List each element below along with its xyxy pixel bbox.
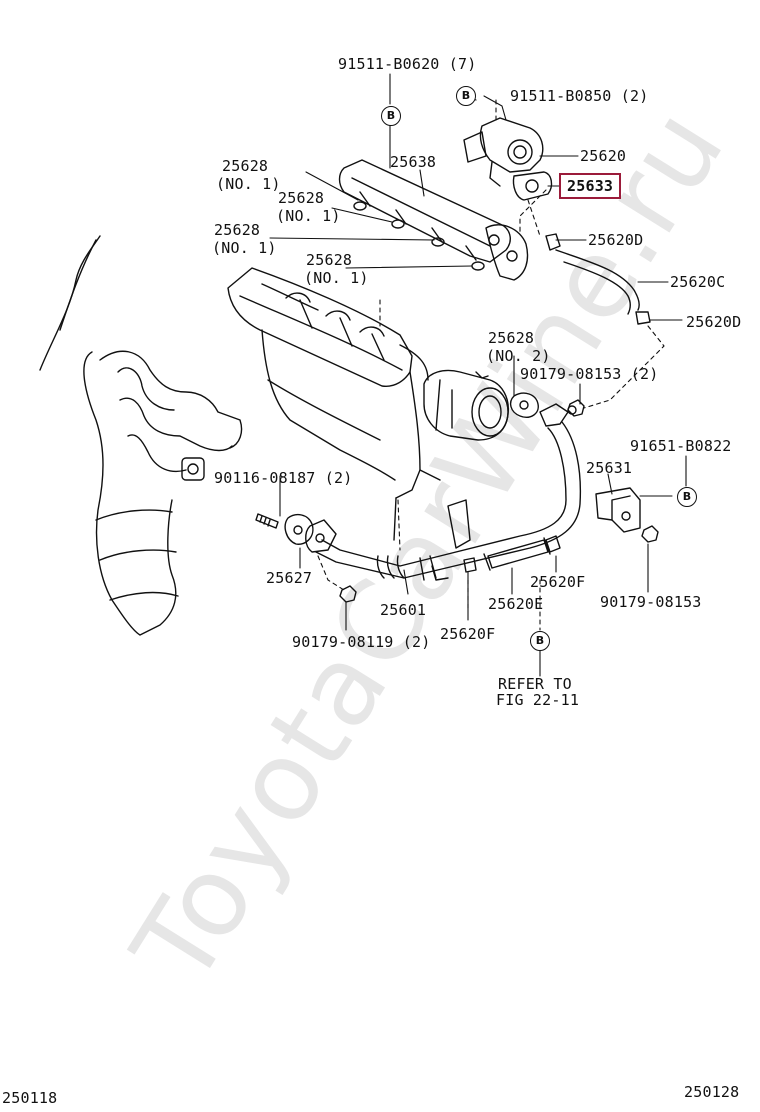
callout-b-top-right: B <box>456 86 476 106</box>
label-25620c: 25620C <box>670 273 726 291</box>
gaskets-25628-no1 <box>353 201 485 271</box>
label-25633-highlighted[interactable]: 25633 <box>559 173 622 199</box>
bracket-25631 <box>595 487 641 533</box>
label-90116-08187: 90116-08187 (2) <box>214 469 353 487</box>
callout-b-bottom: B <box>530 631 550 651</box>
label-91511-b0620: 91511-B0620 (7) <box>338 55 477 73</box>
label-25628-e: 25628 <box>488 329 535 347</box>
label-25620: 25620 <box>580 147 627 165</box>
label-25601: 25601 <box>380 601 427 619</box>
callout-b-bracket: B <box>677 487 697 507</box>
leader-lines <box>269 73 687 677</box>
label-90179-08153: 90179-08153 <box>600 593 702 611</box>
label-refer-line2: FIG 22-11 <box>496 691 580 709</box>
gasket-25627 <box>284 513 314 545</box>
label-no1-a: (NO. 1) <box>216 175 281 193</box>
label-no2: (NO. 2) <box>486 347 551 365</box>
assembly-lines <box>317 93 665 631</box>
rail-25638 <box>338 159 529 281</box>
label-25628-c: 25628 <box>214 221 261 239</box>
gasket-25628-no2 <box>509 392 577 427</box>
stud-90116 <box>255 513 279 529</box>
label-90179-08119: 90179-08119 (2) <box>292 633 431 651</box>
footer-left-code: 250118 <box>2 1089 58 1107</box>
engine-block <box>227 267 441 541</box>
label-90179-08153-2: 90179-08153 (2) <box>520 365 659 383</box>
label-25638: 25638 <box>390 153 437 171</box>
valve-25620 <box>463 117 544 187</box>
label-no1-b: (NO. 1) <box>276 207 341 225</box>
label-25631: 25631 <box>586 459 633 477</box>
label-no1-d: (NO. 1) <box>304 269 369 287</box>
label-25620d-a: 25620D <box>588 231 644 249</box>
footer-right-code: 250128 <box>684 1083 740 1101</box>
label-25620d-b: 25620D <box>686 313 742 331</box>
label-refer-line1: REFER TO <box>498 675 572 693</box>
label-25627: 25627 <box>266 569 313 587</box>
pipe-25601 <box>305 421 582 581</box>
label-25628-b: 25628 <box>278 189 325 207</box>
label-25620f-a: 25620F <box>530 573 586 591</box>
exhaust-manifold <box>39 235 243 636</box>
label-91511-b0850: 91511-B0850 (2) <box>510 87 649 105</box>
label-25620e: 25620E <box>488 595 544 613</box>
nuts <box>339 399 659 603</box>
label-25628-a: 25628 <box>222 157 269 175</box>
gasket-25633 <box>512 171 553 201</box>
callout-b-top-left: B <box>381 106 401 126</box>
throttle-body <box>423 369 509 441</box>
label-25620f-b: 25620F <box>440 625 496 643</box>
hose-25620e <box>431 499 561 581</box>
label-91651-b0822: 91651-B0822 <box>630 437 732 455</box>
label-25628-d: 25628 <box>306 251 353 269</box>
label-no1-c: (NO. 1) <box>212 239 277 257</box>
hose-25620c <box>545 233 651 325</box>
